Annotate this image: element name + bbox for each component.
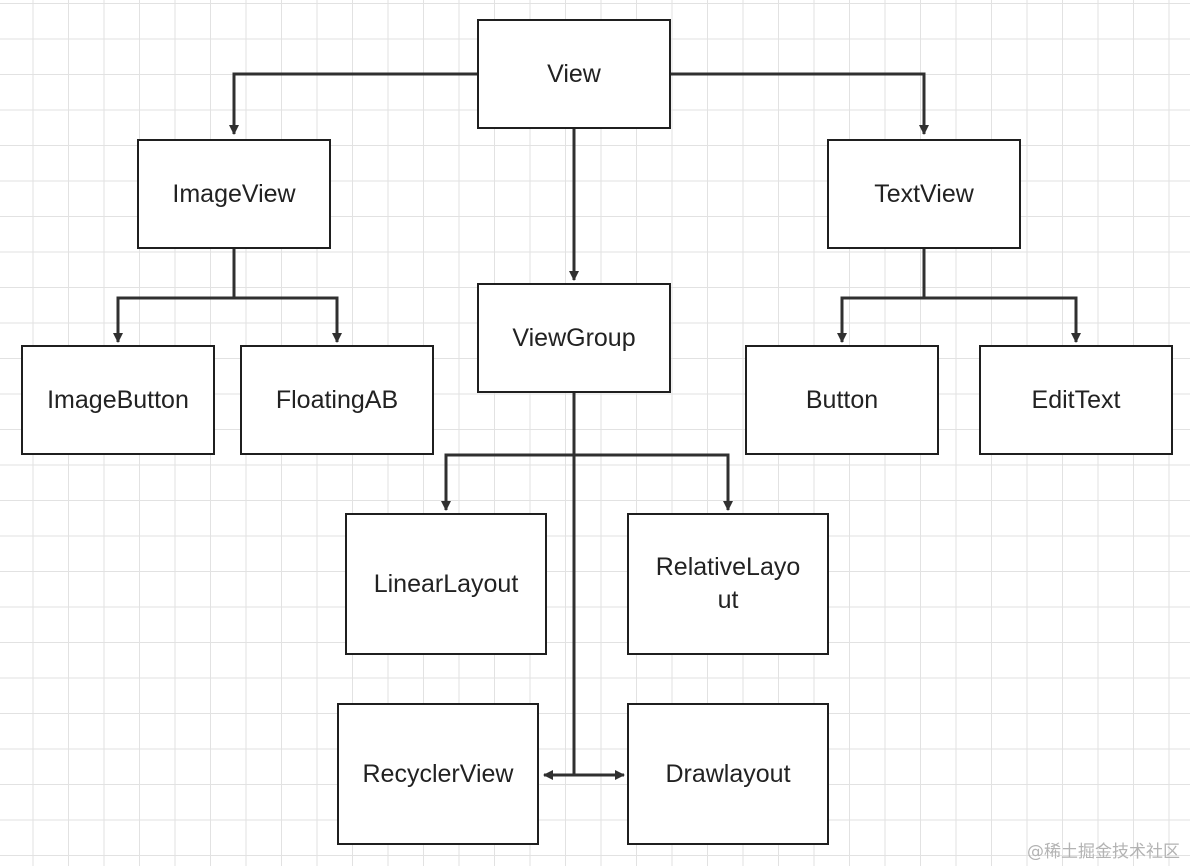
- node-view: View: [477, 19, 671, 129]
- edge-textview-edittext: [924, 296, 1081, 343]
- edge-view-textview: [670, 72, 929, 135]
- watermark: @稀土掘金技术社区: [1027, 842, 1180, 862]
- edge-view-imageview: [229, 72, 478, 135]
- edge-viewgroup-linearlayout: [441, 453, 574, 511]
- node-button: Button: [745, 345, 939, 455]
- node-floatingab: FloatingAB: [240, 345, 434, 455]
- node-relativelayout: RelativeLayo ut: [627, 513, 829, 655]
- edge-viewgroup-relativelayout: [574, 453, 733, 511]
- node-drawlayout: Drawlayout: [627, 703, 829, 845]
- node-viewgroup: ViewGroup: [477, 283, 671, 393]
- node-recyclerview: RecyclerView: [337, 703, 539, 845]
- node-linearlayout: LinearLayout: [345, 513, 547, 655]
- edge-imageview-floatingab: [234, 296, 342, 343]
- edge-textview-button: [837, 248, 926, 343]
- node-edittext: EditText: [979, 345, 1173, 455]
- node-imagebutton: ImageButton: [21, 345, 215, 455]
- node-textview: TextView: [827, 139, 1021, 249]
- edge-imageview-imagebutton: [113, 248, 236, 343]
- node-imageview: ImageView: [137, 139, 331, 249]
